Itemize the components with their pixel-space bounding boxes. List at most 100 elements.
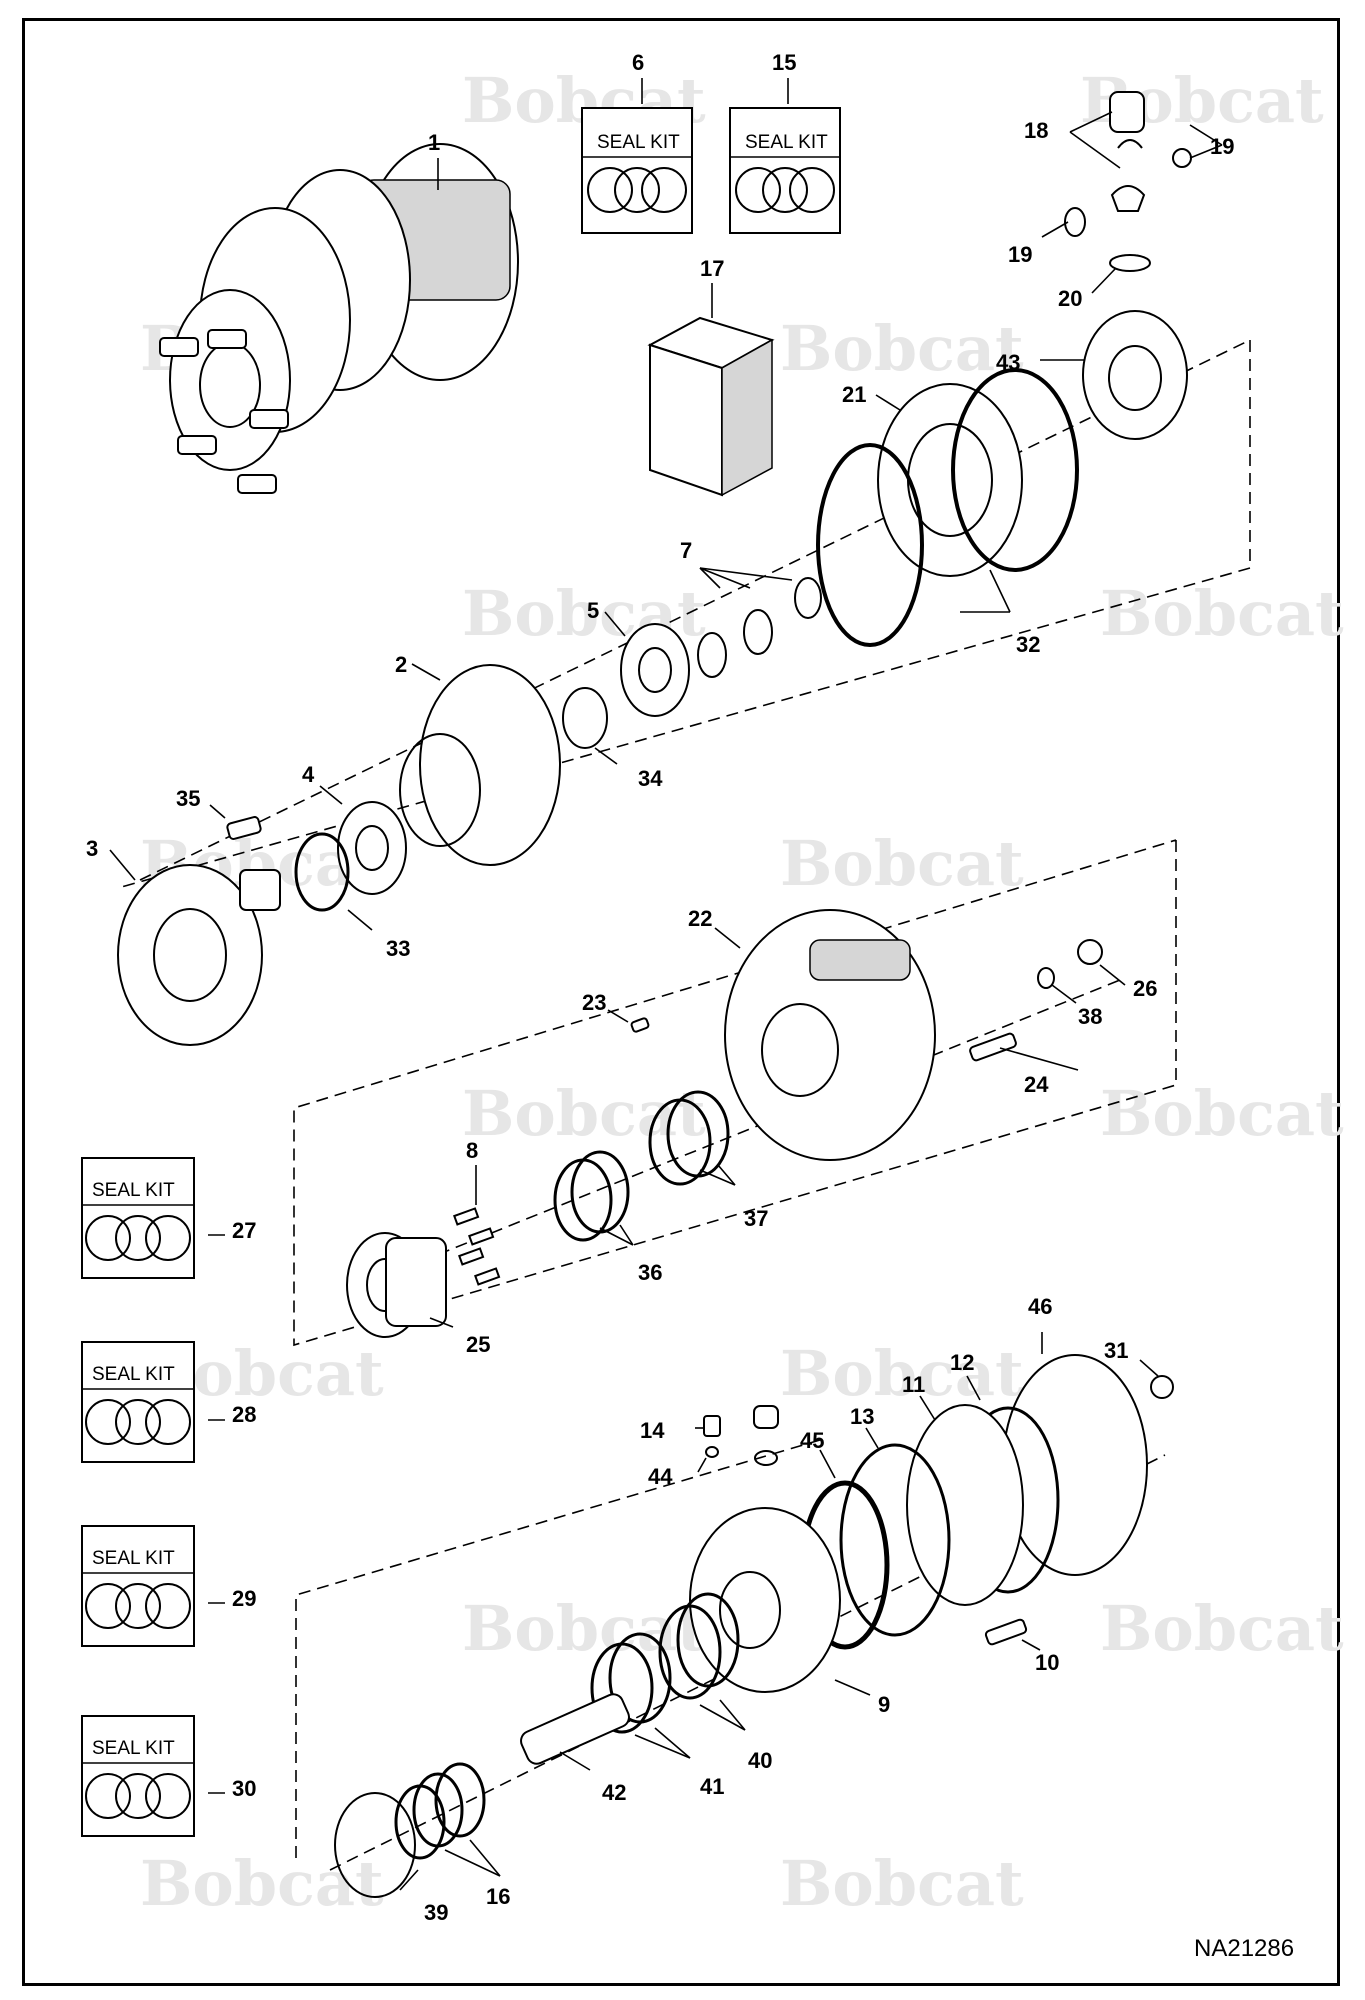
part-7-ring <box>743 609 773 655</box>
callout-6: 6 <box>632 50 644 75</box>
seal-kit-15: SEAL KIT <box>729 107 841 234</box>
motor-stud <box>177 435 217 455</box>
seal-kit-label: SEAL KIT <box>92 1180 175 1201</box>
callout-25: 25 <box>466 1332 490 1357</box>
part-3-spline <box>239 869 281 911</box>
seal-ring <box>789 167 835 213</box>
part-44-washer <box>705 1446 719 1458</box>
part-18-key <box>1117 139 1143 149</box>
part-13-ring <box>839 1443 951 1637</box>
part-23-pin <box>630 1017 650 1033</box>
part-33-seal <box>294 832 350 912</box>
seal-kit-29: SEAL KIT <box>81 1525 195 1647</box>
seal-ring <box>145 1583 191 1629</box>
callout-44: 44 <box>648 1464 673 1489</box>
callout-9: 9 <box>878 1692 890 1717</box>
part-3-center <box>153 908 227 1002</box>
callout-1: 1 <box>428 130 440 155</box>
watermark-text: Bobcat <box>462 1077 706 1150</box>
seal-ring <box>115 1399 161 1445</box>
part-20-oring <box>1109 254 1151 272</box>
motor-stud <box>249 409 289 429</box>
callout-8: 8 <box>466 1138 478 1163</box>
part-21-plate <box>877 383 1023 577</box>
callout-10: 10 <box>1035 1650 1059 1675</box>
seal-kit-6: SEAL KIT <box>581 107 693 234</box>
part-43-bearing-housing <box>1082 310 1188 440</box>
watermark-text: Bobcat <box>1100 1077 1344 1150</box>
callout-5: 5 <box>587 598 599 623</box>
part-17-box <box>647 316 775 497</box>
callout-42: 42 <box>602 1780 626 1805</box>
part-36-ring <box>570 1150 630 1234</box>
part-46-cover <box>1002 1354 1148 1576</box>
part-7-ring <box>794 577 822 619</box>
part-39-ring <box>334 1792 416 1898</box>
callout-12: 12 <box>950 1350 974 1375</box>
seal-ring <box>85 1215 131 1261</box>
seal-ring <box>115 1583 161 1629</box>
part-8-spring <box>468 1227 495 1246</box>
callout-41: 41 <box>700 1774 724 1799</box>
part-9-bore <box>719 1571 781 1649</box>
lower-assembly <box>334 1354 1174 1898</box>
front-hub-parts <box>117 801 407 1046</box>
callout-22: 22 <box>688 906 712 931</box>
seal-kit-label: SEAL KIT <box>597 132 680 153</box>
callout-35: 35 <box>176 786 200 811</box>
callout-19-top: 19 <box>1210 134 1234 159</box>
watermark-text: Bobcat <box>462 1592 706 1665</box>
motor-stud <box>207 329 247 349</box>
callout-19-bottom: 19 <box>1008 242 1032 267</box>
part-22-housing <box>630 909 1103 1161</box>
seal-ring <box>85 1773 131 1819</box>
seal-ring <box>145 1215 191 1261</box>
assembled-motor-illustration <box>159 143 519 494</box>
seal-ring <box>762 167 808 213</box>
watermark-text: Bobcat <box>140 1847 384 1920</box>
part-36-ring <box>553 1158 613 1242</box>
callout-40: 40 <box>748 1748 772 1773</box>
part-7-ring <box>697 632 727 678</box>
seal-ring <box>735 167 781 213</box>
callout-16: 16 <box>486 1884 510 1909</box>
part-10-bolt <box>984 1618 1028 1646</box>
watermark-text: Bobcat <box>780 312 1024 385</box>
callout-21: 21 <box>842 382 866 407</box>
part-24-bolt <box>969 1032 1017 1062</box>
watermark-text: Bobcat <box>1100 577 1344 650</box>
part-4-bearing <box>337 801 407 895</box>
part-2-bore <box>399 733 481 847</box>
part-8-spring <box>474 1267 501 1286</box>
part-40-disc <box>658 1604 722 1700</box>
motor-stud <box>237 474 277 494</box>
part-43-bore <box>1108 345 1162 411</box>
part-8-spring <box>453 1207 480 1226</box>
callout-36: 36 <box>638 1260 662 1285</box>
seal-kit-label: SEAL KIT <box>745 132 828 153</box>
watermark-text: Bobcat <box>780 1337 1024 1410</box>
callout-29: 29 <box>232 1586 256 1611</box>
part-19-clip <box>1064 207 1086 237</box>
callout-45: 45 <box>800 1428 824 1453</box>
guide-line-middle <box>293 839 1177 1347</box>
seal-ring <box>145 1773 191 1819</box>
part-38-oring <box>1037 967 1055 989</box>
part-37-ring <box>666 1090 730 1178</box>
callout-7: 7 <box>680 538 692 563</box>
seal-ring <box>145 1399 191 1445</box>
guide-line-lower <box>295 1439 821 1858</box>
part-plug <box>753 1405 779 1429</box>
callout-39: 39 <box>424 1900 448 1925</box>
callout-2: 2 <box>395 652 407 677</box>
seal-ring <box>614 167 660 213</box>
part-19-clip <box>1172 148 1192 168</box>
seal-ring <box>115 1773 161 1819</box>
diagram-frame <box>22 18 1340 1986</box>
callout-28: 28 <box>232 1402 256 1427</box>
callout-14: 14 <box>640 1418 665 1443</box>
part-40-disc <box>676 1592 740 1688</box>
part-9-housing <box>689 1507 841 1693</box>
part-25-body <box>385 1237 447 1327</box>
callout-17: 17 <box>700 256 724 281</box>
